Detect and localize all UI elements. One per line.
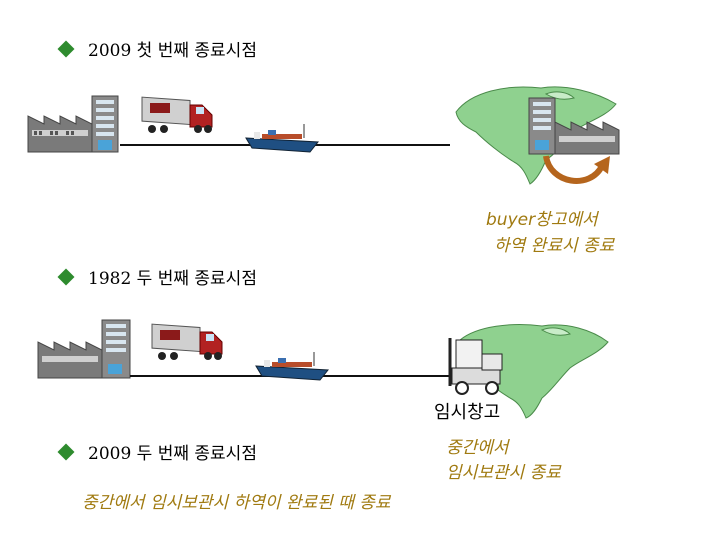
temp-warehouse-illustration <box>442 334 514 400</box>
section-2-header: 1982 두 번째 종료시점 <box>57 264 257 289</box>
section-1-label: 2009 첫 번째 종료시점 <box>88 41 257 61</box>
factory-icon <box>27 95 119 153</box>
footer-note: 중간에서 임시보관시 하역이 완료된 때 종료 <box>82 493 391 513</box>
factory-icon <box>37 319 131 379</box>
section-3-header: 2009 두 번째 종료시점 <box>57 439 257 464</box>
truck-1 <box>140 93 215 139</box>
middle-note-line2: 임시보관시 종료 <box>446 463 561 483</box>
forklift-icon <box>448 338 503 395</box>
section-1-header: 2009 첫 번째 종료시점 <box>57 36 257 61</box>
factory-icon <box>528 97 620 155</box>
ship-1 <box>244 120 322 160</box>
cargo-ship-icon <box>245 124 319 153</box>
section-2-label: 1982 두 번째 종료시점 <box>88 269 257 289</box>
bullet-diamond-icon <box>57 40 75 57</box>
factory-2 <box>36 318 134 384</box>
curved-arrow-icon <box>543 155 610 184</box>
truck-icon <box>141 96 213 133</box>
curved-arrow <box>540 150 615 194</box>
bullet-diamond-icon <box>57 268 75 285</box>
section-3-label: 2009 두 번째 종료시점 <box>88 444 257 464</box>
truck-icon <box>151 323 223 360</box>
cargo-ship-icon <box>255 352 329 381</box>
temp-warehouse-label: 임시창고 <box>434 402 501 423</box>
buyer-note-line2: 하역 완료시 종료 <box>494 236 615 256</box>
ship-2 <box>254 348 332 388</box>
buyer-factory <box>525 96 623 162</box>
buyer-note-line1: buyer창고에서 <box>486 210 598 230</box>
factory-1 <box>26 94 121 158</box>
truck-2 <box>150 320 225 368</box>
middle-note-line1: 중간에서 <box>446 438 509 458</box>
bullet-diamond-icon <box>57 443 75 460</box>
